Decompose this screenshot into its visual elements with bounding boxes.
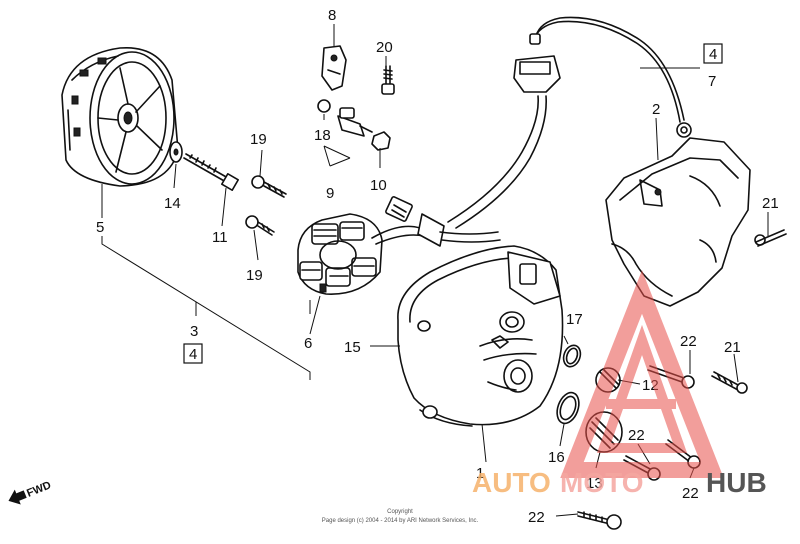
stator <box>297 213 383 295</box>
callout-14: 14 <box>164 195 181 212</box>
cover-bolt-d <box>577 511 622 530</box>
stator-wire <box>371 196 501 247</box>
fwd-label: FWD <box>25 479 53 500</box>
cover-bolt-upper <box>754 229 787 247</box>
watermark-triangle-icon <box>560 270 724 478</box>
cover-bolt-lower <box>711 371 748 394</box>
fwd-indicator: FWD <box>8 479 53 505</box>
callout-19-lower: 19 <box>246 267 263 284</box>
callout-20: 20 <box>376 39 393 56</box>
callout-1: 1 <box>476 465 484 482</box>
main-harness <box>447 95 547 229</box>
watermark-moto: MOTO <box>560 467 643 498</box>
watermark-auto: AUTO <box>472 467 551 498</box>
callout-21-upper: 21 <box>762 195 779 212</box>
callout-4-lower: 4 <box>189 346 197 363</box>
callout-13: 13 <box>586 475 603 492</box>
callout-21-lower: 21 <box>724 339 741 356</box>
ref-box-upper <box>703 43 723 64</box>
callout-18: 18 <box>314 127 331 144</box>
callout-2: 2 <box>652 101 660 118</box>
callout-22-b: 22 <box>628 427 645 444</box>
rear-cover <box>605 137 751 307</box>
callout-10: 10 <box>370 177 387 194</box>
o-ring-large <box>556 391 580 425</box>
o-ring-small <box>317 99 331 113</box>
clamp-bolt <box>381 65 395 95</box>
copyright: Copyright Page design (c) 2004 - 2014 by… <box>322 509 479 524</box>
callout-22-c: 22 <box>682 485 699 502</box>
callout-22-d: 22 <box>528 509 545 526</box>
flywheel <box>61 47 179 187</box>
o-ring-medium <box>562 344 582 368</box>
callout-9: 9 <box>326 185 334 202</box>
callout-6: 6 <box>304 335 312 352</box>
ref-box-lower <box>183 343 203 364</box>
flywheel-bolt <box>183 153 239 191</box>
stator-bolt-lower <box>245 215 275 236</box>
callout-22-a: 22 <box>680 333 697 350</box>
callout-3: 3 <box>190 323 198 340</box>
callout-5: 5 <box>96 219 104 236</box>
callout-19-upper: 19 <box>250 131 267 148</box>
neutral-switch-cable <box>513 16 692 138</box>
fwd-arrow-icon <box>8 489 27 505</box>
stator-bolt-upper <box>251 175 287 198</box>
watermark-hub: HUB <box>706 467 767 498</box>
wire-clamp <box>321 45 347 91</box>
copyright-line-1: Copyright <box>387 509 413 515</box>
switch-nut <box>371 131 391 151</box>
switch-assembly <box>337 107 373 137</box>
crankcase-cover <box>397 245 564 427</box>
callout-17: 17 <box>566 311 583 328</box>
callout-7: 7 <box>708 73 716 90</box>
callout-16: 16 <box>548 449 565 466</box>
callout-15: 15 <box>344 339 361 356</box>
callout-8: 8 <box>328 7 336 24</box>
watermark: AUTO MOTO HUB <box>472 270 767 498</box>
callout-4-upper: 4 <box>709 46 717 63</box>
callout-11: 11 <box>212 229 228 246</box>
assembly-bracket <box>101 236 311 380</box>
copyright-line-2: Page design (c) 2004 - 2014 by ARI Netwo… <box>322 518 479 524</box>
washer <box>169 141 183 163</box>
